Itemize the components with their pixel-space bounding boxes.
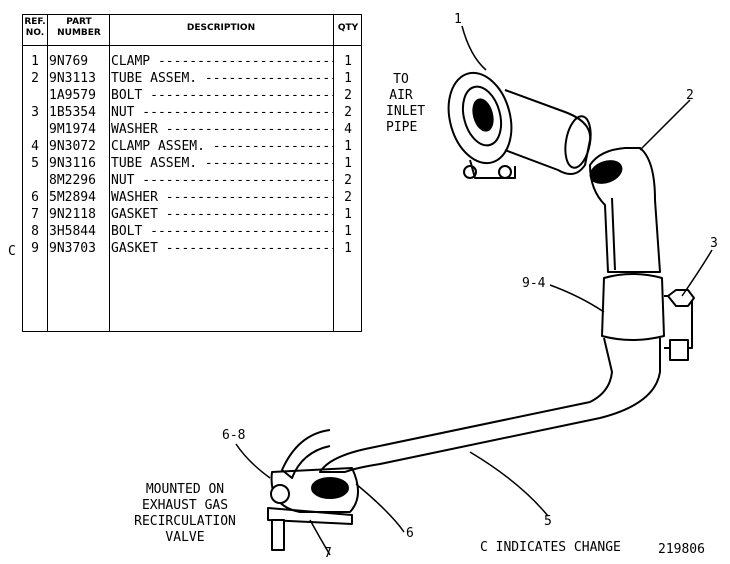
callout-1: 1 [454,12,462,27]
part-number-cell: 9M1974 [49,122,96,137]
note-mounted-line-1: MOUNTED ON [145,482,225,497]
change-note: C INDICATES CHANGE [480,540,621,555]
header-part-number: PART NUMBER [57,17,101,38]
table-row: 7 9N2118 GASKET 1 [23,206,363,223]
clamp-1 [447,71,592,179]
callout-7: 7 [324,546,332,561]
callout-6: 6 [406,526,414,541]
qty-cell: 1 [344,139,352,154]
qty-cell: 2 [344,88,352,103]
ref-cell: 4 [31,139,39,154]
part-number-cell: 9N3703 [49,241,96,256]
clamp-assembly-9-4 [601,273,695,361]
callout-3: 3 [710,236,718,251]
qty-cell: 2 [344,173,352,188]
part-number-cell: 3H5844 [49,224,96,239]
tube-2 [589,147,661,273]
description-cell: BOLT [111,223,333,240]
table-row: 1A9579 BOLT 2 [23,87,363,104]
note-mounted-line-4: VALVE [165,530,205,545]
table-row: 6 5M2894 WASHER 2 [23,189,363,206]
part-number-cell: 9N3072 [49,139,96,154]
part-number-cell: 8M2296 [49,173,96,188]
qty-cell: 1 [344,156,352,171]
part-number-cell: 1A9579 [49,88,96,103]
note-mounted-line-2: EXHAUST GAS [141,498,229,513]
description-cell: TUBE ASSEM. [111,155,333,172]
table-row: 8M2296 NUT 2 [23,172,363,189]
description-cell: CLAMP ASSEM. [111,138,333,155]
ref-cell: 5 [31,156,39,171]
description-cell: NUT [111,172,333,189]
note-mounted-on: MOUNTED ON EXHAUST GAS RECIRCULATION VAL… [130,482,240,546]
table-row: 1 9N769 CLAMP 1 [23,53,363,70]
qty-cell: 4 [344,122,352,137]
part-number-cell: 1B5354 [49,105,96,120]
table-row: 9 9N3703 GASKET 1 [23,240,363,257]
ref-cell: 2 [31,71,39,86]
table-row: 5 9N3116 TUBE ASSEM. 1 [23,155,363,172]
description-cell: WASHER [111,189,333,206]
note-to-air-line-1: TO [393,72,409,87]
description-cell: GASKET [111,206,333,223]
description-cell: CLAMP [111,53,333,70]
part-number-cell: 9N3116 [49,156,96,171]
ref-cell: 1 [31,54,39,69]
desc-col-divider [333,15,334,331]
ref-cell: 3 [31,105,39,120]
drawing-number: 219806 [658,542,705,557]
qty-cell: 2 [344,105,352,120]
qty-cell: 2 [344,190,352,205]
part-number-cell: 9N2118 [49,207,96,222]
ref-cell: 6 [31,190,39,205]
qty-cell: 1 [344,224,352,239]
leader-lines [235,25,713,556]
change-mark: C [8,244,16,259]
flange-6 [267,467,359,551]
callout-6-8: 6-8 [222,428,246,443]
table-row: 2 9N3113 TUBE ASSEM. 1 [23,70,363,87]
part-number-cell: 9N769 [49,54,89,69]
note-to-air-line-2: AIR [389,88,413,103]
part-number-cell: 9N3113 [49,71,96,86]
table-row: 8 3H5844 BOLT 1 [23,223,363,240]
description-cell: TUBE ASSEM. [111,70,333,87]
qty-cell: 1 [344,71,352,86]
qty-cell: 1 [344,54,352,69]
note-to-air-inlet-pipe: TO AIR INLET PIPE [386,72,426,136]
description-cell: WASHER [111,121,333,138]
header-ref: REF. NO. [24,17,46,38]
part-number-cell: 5M2894 [49,190,96,205]
ref-cell: 9 [31,241,39,256]
description-cell: BOLT [111,87,333,104]
callout-9-4: 9-4 [522,276,546,291]
table-row: 3 1B5354 NUT 2 [23,104,363,121]
description-cell: GASKET [111,240,333,257]
ref-cell: 8 [31,224,39,239]
header-divider [23,45,361,46]
qty-cell: 1 [344,241,352,256]
table-row: 9M1974 WASHER 4 [23,121,363,138]
ref-cell: 7 [31,207,39,222]
header-qty: QTY [337,23,359,33]
callout-2: 2 [686,88,694,103]
description-cell: NUT [111,104,333,121]
header-description: DESCRIPTION [186,23,256,33]
ref-col-divider [47,15,48,331]
part-col-divider [109,15,110,331]
note-to-air-line-3: INLET [386,104,426,119]
note-mounted-line-3: RECIRCULATION [134,514,236,529]
callout-5: 5 [544,514,552,529]
note-to-air-line-4: PIPE [386,120,418,135]
tube-5 [281,337,661,479]
qty-cell: 1 [344,207,352,222]
table-row: 4 9N3072 CLAMP ASSEM. 1 [23,138,363,155]
